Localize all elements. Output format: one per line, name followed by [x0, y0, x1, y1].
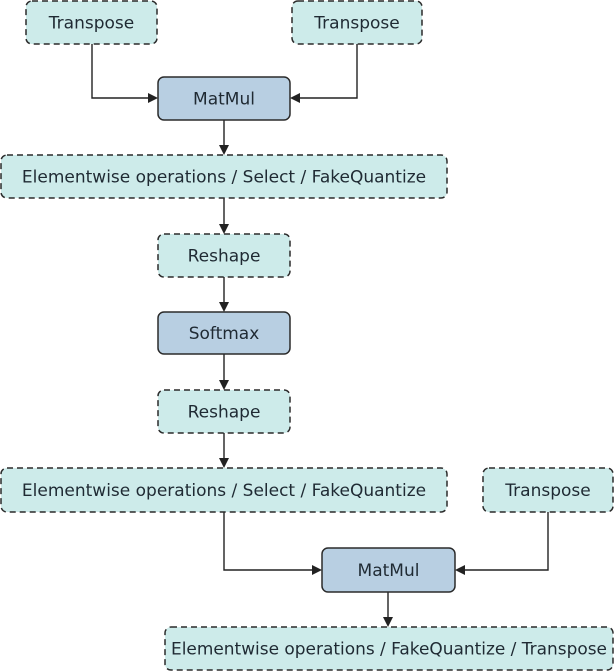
edges [91, 44, 549, 627]
node-matmul-bottom-box [321, 547, 456, 593]
node-matmul-top-label: MatMul [193, 90, 255, 110]
node-output-label: Elementwise operations / FakeQuantize / … [171, 640, 607, 660]
edge-transpose-left-to-matmul-top [91, 44, 158, 103]
node-matmul-bottom: MatMul [321, 547, 456, 593]
node-reshape-bottom-box [157, 389, 291, 434]
edge-transpose-right-to-matmul-top [290, 44, 358, 103]
node-transpose-right: Transpose [291, 0, 423, 45]
node-reshape-top: Reshape [157, 233, 291, 278]
node-softmax-label: Softmax [189, 324, 260, 344]
node-elementwise-bottom-label: Elementwise operations / Select / FakeQu… [22, 481, 426, 501]
node-elementwise-bottom: Elementwise operations / Select / FakeQu… [0, 467, 448, 513]
node-matmul-bottom-label: MatMul [358, 561, 420, 581]
node-transpose-right-box [291, 0, 423, 45]
node-transpose-bottom-label: Transpose [504, 481, 590, 501]
node-softmax: Softmax [157, 311, 291, 355]
node-elementwise-top-box [0, 154, 448, 199]
node-output: Elementwise operations / FakeQuantize / … [164, 626, 614, 671]
edge-elementwise-bottom-to-matmul-bottom [223, 512, 322, 575]
node-reshape-bottom-label: Reshape [188, 403, 261, 423]
node-transpose-left-label: Transpose [48, 14, 134, 34]
node-elementwise-top: Elementwise operations / Select / FakeQu… [0, 154, 448, 199]
node-matmul-top-box [157, 76, 291, 121]
node-transpose-bottom-box [482, 467, 614, 513]
node-reshape-bottom: Reshape [157, 389, 291, 434]
edge-transpose-bottom-to-matmul-bottom [455, 512, 549, 575]
node-elementwise-top-label: Elementwise operations / Select / FakeQu… [22, 168, 426, 188]
node-elementwise-bottom-box [0, 467, 448, 513]
node-reshape-top-label: Reshape [188, 247, 261, 267]
node-transpose-bottom: Transpose [482, 467, 614, 513]
node-matmul-top: MatMul [157, 76, 291, 121]
node-transpose-right-label: Transpose [313, 14, 399, 34]
node-transpose-left-box [25, 0, 158, 45]
node-output-box [164, 626, 614, 671]
node-reshape-top-box [157, 233, 291, 278]
node-transpose-left: Transpose [25, 0, 158, 45]
node-softmax-box [157, 311, 291, 355]
